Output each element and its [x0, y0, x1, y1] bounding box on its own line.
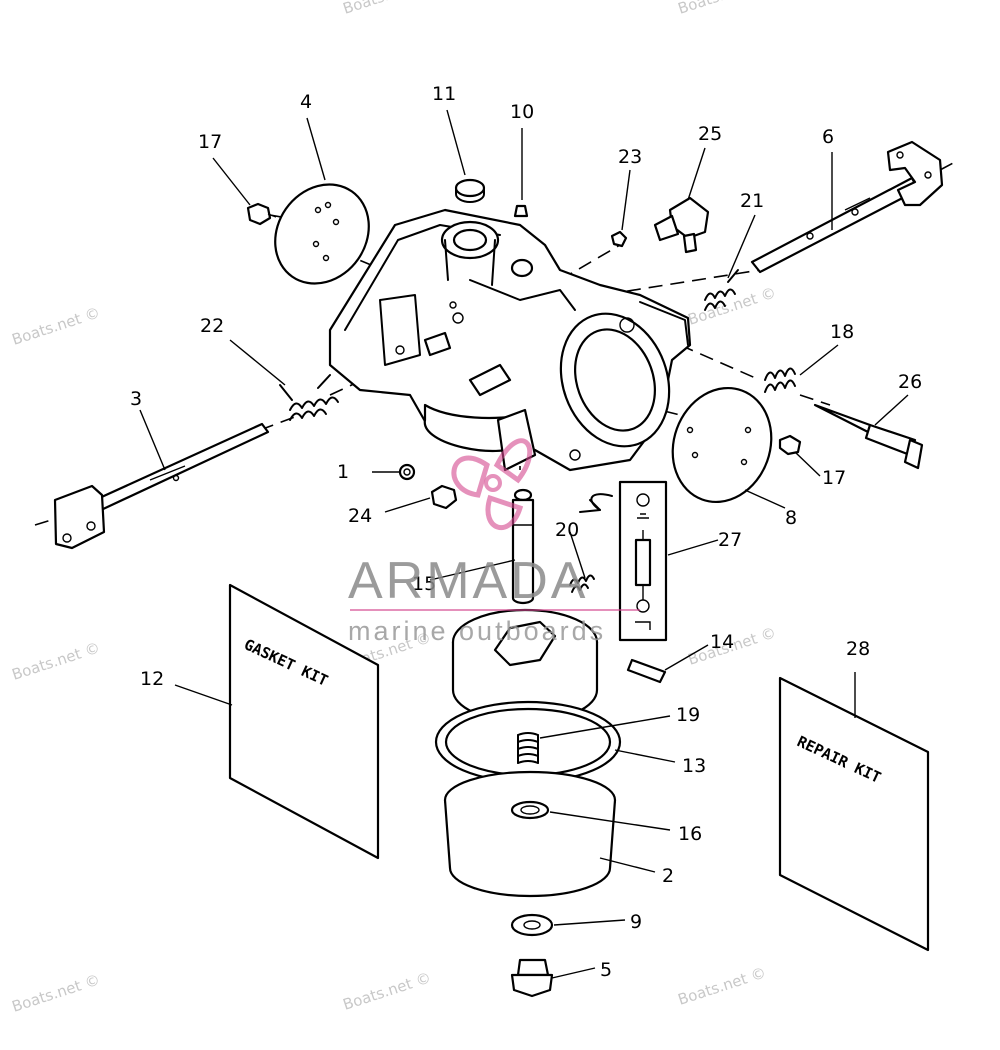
- nozzle-9: [511, 488, 535, 605]
- washer-12: [510, 913, 554, 937]
- screw-17-upper: [246, 202, 277, 226]
- jet-10: [513, 204, 529, 218]
- callout-4: 4: [300, 91, 312, 113]
- callout-16: 5: [600, 959, 612, 981]
- choke-shaft-5: [750, 140, 944, 274]
- choke-plate-6: [671, 386, 773, 504]
- throttle-shaft: [53, 422, 270, 550]
- brand-name: ARMADA: [348, 552, 588, 610]
- watermark-text: Boats.net ©: [10, 638, 103, 683]
- callout-27: 27: [718, 529, 742, 551]
- callout-21: 22: [200, 315, 224, 337]
- callout-11: 11: [432, 83, 456, 105]
- spring-21: [279, 374, 339, 421]
- callout-26: 25: [698, 123, 722, 145]
- carburetor-body: [328, 208, 692, 472]
- callout-13: 13: [682, 755, 706, 777]
- callout-20: 21: [740, 190, 764, 212]
- spring-18: [764, 367, 796, 393]
- float-pin-8: [626, 658, 667, 684]
- callout-1: 1: [337, 461, 349, 483]
- callout-28: 28: [846, 638, 870, 660]
- spring-20: [704, 269, 739, 311]
- screw-24: [610, 230, 628, 248]
- throttle-plate-4: [274, 183, 370, 285]
- callout-10: 10: [510, 101, 534, 123]
- inlet-needle-kit-27: [579, 480, 668, 642]
- watermark-text: Boats.net ©: [10, 303, 103, 348]
- callout-3: 3: [130, 388, 142, 410]
- callout-24: 23: [618, 146, 642, 168]
- callout-numbers: 17 4 11 10 23 25 6 21 22 3 18 26 1 17 8 …: [130, 83, 922, 981]
- bowl-gasket-13: [434, 700, 622, 784]
- repair-kit-28: REPAIR KIT: [778, 676, 930, 952]
- fuel-fitting-26: [653, 196, 710, 254]
- leader-lines: [139, 109, 909, 979]
- callout-12: 9: [630, 911, 642, 933]
- callout-17-lower: 17: [822, 467, 846, 489]
- gasket-kit-15: GASKET KIT: [228, 583, 380, 860]
- screw-17-lower: [778, 434, 802, 456]
- callout-18: 18: [830, 321, 854, 343]
- callout-8: 14: [710, 631, 734, 653]
- lockwasher-1: [398, 463, 416, 481]
- mixture-needle-23: [813, 403, 924, 470]
- watermark-text: Boats.net ©: [10, 970, 103, 1015]
- float: [451, 608, 599, 724]
- callout-25: 24: [348, 505, 372, 527]
- bowl-screw-16: [510, 958, 554, 998]
- armada-watermark: ARMADA marine outboards: [348, 438, 640, 646]
- propeller-logo: [451, 438, 533, 531]
- callout-2: 2: [662, 865, 674, 887]
- brand-tagline: marine outboards: [348, 616, 606, 646]
- welch-plug-11: [454, 178, 486, 203]
- callout-17-upper: 17: [198, 131, 222, 153]
- callout-23: 26: [898, 371, 922, 393]
- callout-14: 16: [678, 823, 702, 845]
- watermark-text: Boats.net ©: [341, 968, 434, 1013]
- watermark-text: Boats.net ©: [676, 963, 769, 1008]
- spring-19: [569, 574, 595, 593]
- callout-5: 6: [822, 126, 834, 148]
- callout-6: 8: [785, 507, 797, 529]
- watermark-text: Boats.net ©: [676, 0, 769, 18]
- screw-25: [430, 484, 458, 510]
- callout-15: 12: [140, 668, 164, 690]
- float-bowl-2: [443, 770, 617, 898]
- watermark-text: Boats.net ©: [341, 0, 434, 18]
- callout-22: 19: [676, 704, 700, 726]
- callout-9: 15: [412, 573, 436, 595]
- spring-22: [517, 732, 539, 764]
- callout-19: 20: [555, 519, 579, 541]
